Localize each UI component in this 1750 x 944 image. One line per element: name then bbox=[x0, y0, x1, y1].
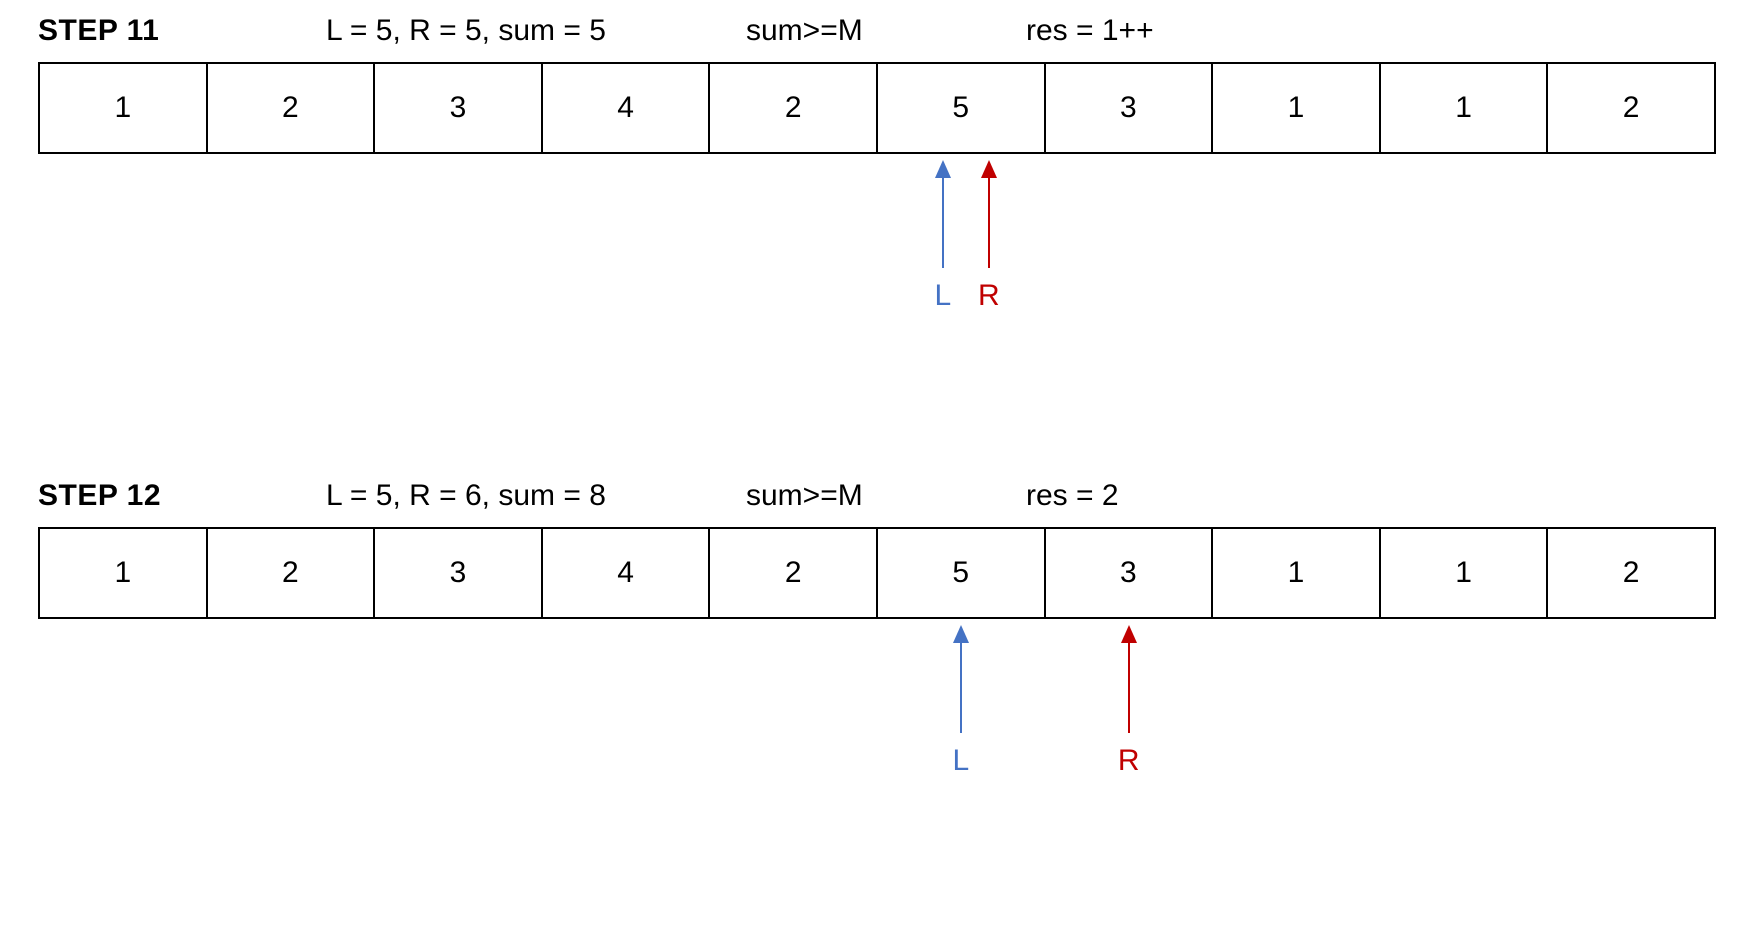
array-cell: 1 bbox=[40, 64, 208, 152]
step-title: STEP 12 bbox=[38, 479, 162, 512]
step-header-11: STEP 11 L = 5, R = 5, sum = 5 sum>=M res… bbox=[38, 0, 1750, 62]
up-arrow-icon bbox=[934, 160, 951, 178]
array-cell: 2 bbox=[710, 64, 878, 152]
array-cell: 2 bbox=[1548, 64, 1714, 152]
step-result-text: res = 2 bbox=[1026, 479, 1119, 512]
array-cell: 1 bbox=[1213, 529, 1381, 617]
arrow-shaft bbox=[987, 176, 990, 268]
left-pointer-label: L bbox=[952, 744, 970, 777]
array-cell: 5 bbox=[877, 529, 1046, 617]
array-cell: 4 bbox=[542, 64, 711, 152]
step-condition-text: sum>=M bbox=[746, 479, 863, 512]
array-cell: 2 bbox=[207, 529, 376, 617]
pointer-layer: L R bbox=[38, 154, 1716, 344]
step-state-text: L = 5, R = 6, sum = 8 bbox=[326, 479, 606, 512]
step-header-12: STEP 12 L = 5, R = 6, sum = 8 sum>=M res… bbox=[38, 465, 1750, 527]
arrow-shaft bbox=[941, 176, 944, 268]
array-cell: 1 bbox=[1380, 529, 1549, 617]
array-cell: 3 bbox=[1045, 529, 1214, 617]
step-title: STEP 11 bbox=[38, 14, 160, 47]
array-cell: 3 bbox=[1045, 64, 1214, 152]
pointer-layer: L R bbox=[38, 619, 1716, 809]
step-block-11: STEP 11 L = 5, R = 5, sum = 5 sum>=M res… bbox=[0, 0, 1750, 344]
array-cell: 2 bbox=[1548, 529, 1714, 617]
left-pointer-marker: L bbox=[931, 619, 991, 809]
right-pointer-marker: R bbox=[1099, 619, 1159, 809]
array-cell: 3 bbox=[375, 529, 543, 617]
array-row: 1 2 3 4 2 5 3 1 1 2 bbox=[38, 62, 1716, 154]
array-cell: 1 bbox=[1380, 64, 1549, 152]
arrow-shaft bbox=[959, 641, 962, 733]
array-cell: 4 bbox=[542, 529, 711, 617]
up-arrow-icon bbox=[1120, 625, 1137, 643]
array-cell: 2 bbox=[710, 529, 878, 617]
right-pointer-marker: R bbox=[959, 154, 1019, 344]
array-row: 1 2 3 4 2 5 3 1 1 2 bbox=[38, 527, 1716, 619]
up-arrow-icon bbox=[980, 160, 997, 178]
array-cell: 5 bbox=[877, 64, 1046, 152]
array-cell: 2 bbox=[207, 64, 376, 152]
step-condition-text: sum>=M bbox=[746, 14, 863, 47]
right-pointer-label: R bbox=[1117, 744, 1140, 777]
step-block-12: STEP 12 L = 5, R = 6, sum = 8 sum>=M res… bbox=[0, 465, 1750, 809]
up-arrow-icon bbox=[952, 625, 969, 643]
step-state-text: L = 5, R = 5, sum = 5 bbox=[326, 14, 606, 47]
array-cell: 1 bbox=[40, 529, 208, 617]
array-cell: 3 bbox=[375, 64, 543, 152]
step-result-text: res = 1++ bbox=[1026, 14, 1154, 47]
left-pointer-marker: L bbox=[913, 154, 973, 344]
array-cell: 1 bbox=[1213, 64, 1381, 152]
left-pointer-label: L bbox=[934, 279, 952, 312]
right-pointer-label: R bbox=[978, 279, 1000, 312]
arrow-shaft bbox=[1127, 641, 1130, 733]
